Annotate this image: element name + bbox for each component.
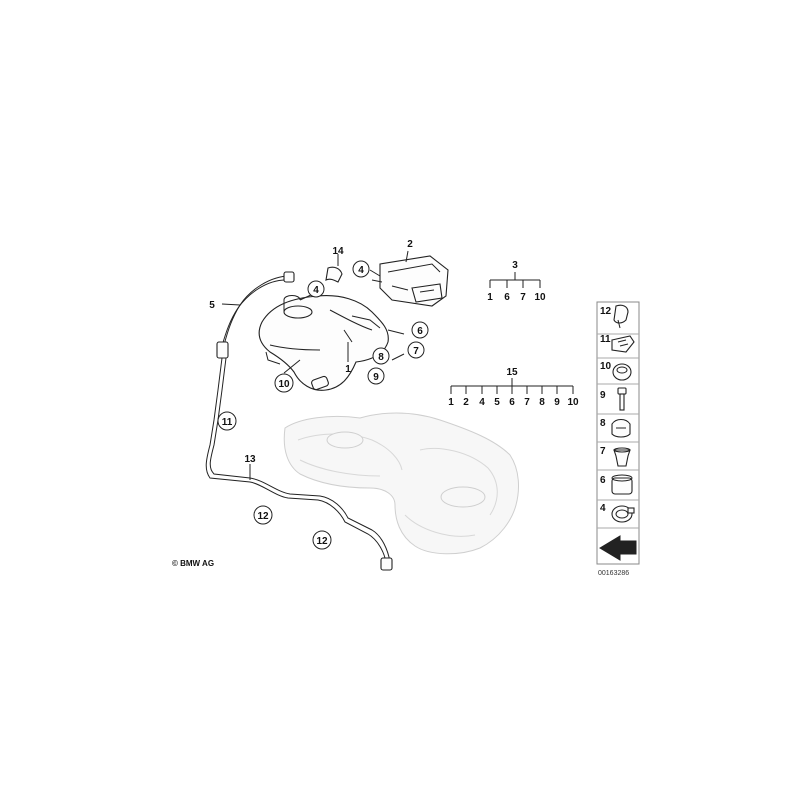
bracket-icon xyxy=(611,335,635,353)
vent-line xyxy=(205,271,393,571)
callout-12-circled: 12 xyxy=(316,536,328,547)
callout-6-circled: 6 xyxy=(417,326,423,337)
screw-icon xyxy=(617,387,627,395)
set-15-item: 2 xyxy=(463,397,469,408)
set-15-item: 6 xyxy=(509,397,515,408)
image-number: 00163286 xyxy=(598,570,629,577)
legend-item-4: 4 xyxy=(600,503,606,514)
legend-item-12: 12 xyxy=(600,306,612,317)
callout-4-circled: 4 xyxy=(358,265,364,276)
callout-10-circled: 10 xyxy=(278,379,290,390)
callout-4-circled: 4 xyxy=(313,285,319,296)
legend-item-7: 7 xyxy=(600,446,606,457)
callout-9-circled: 9 xyxy=(373,372,379,383)
copyright-label: © BMW AG xyxy=(172,559,214,568)
legend-item-11: 11 xyxy=(600,334,611,345)
set-15-item: 10 xyxy=(567,397,579,408)
callout-8-circled: 8 xyxy=(378,352,384,363)
hose-14 xyxy=(325,254,343,283)
legend-item-6: 6 xyxy=(600,475,606,486)
legend-item-9: 9 xyxy=(600,390,606,401)
direction-arrow-icon xyxy=(599,535,637,561)
set-15-item: 9 xyxy=(554,397,560,408)
set-3-bracket: 3 1 6 7 10 xyxy=(487,260,546,303)
set-15-item: 8 xyxy=(539,397,545,408)
set-3-item: 7 xyxy=(520,292,526,303)
set-3-item: 10 xyxy=(534,292,546,303)
set-15-bracket: 15 1 2 4 5 6 7 8 9 10 xyxy=(448,367,579,408)
callout-7-circled: 7 xyxy=(413,346,419,357)
parts-legend: 12 11 10 9 8 7 6 4 xyxy=(596,301,640,565)
set-3-item: 1 xyxy=(487,292,493,303)
hose-clamp-icon xyxy=(611,505,633,523)
legend-item-8: 8 xyxy=(600,418,606,429)
callout-11-circled: 11 xyxy=(222,417,233,428)
clip-icon xyxy=(613,304,629,324)
legend-item-10: 10 xyxy=(600,361,612,372)
callout-2: 2 xyxy=(407,239,413,250)
circled-callouts: 4 4 6 7 8 9 10 11 12 12 xyxy=(217,260,429,550)
carbon-canister xyxy=(371,255,449,307)
fuel-tank-ghost xyxy=(283,412,519,555)
set-15-label: 15 xyxy=(506,367,518,378)
set-15-item: 5 xyxy=(494,397,500,408)
callout-13: 13 xyxy=(244,454,256,465)
callout-14: 14 xyxy=(332,246,344,257)
grommet-icon xyxy=(612,363,632,381)
rubber-mount-icon xyxy=(611,477,633,495)
set-3-label: 3 xyxy=(512,260,518,271)
callout-5: 5 xyxy=(209,300,215,311)
set-15-item: 1 xyxy=(448,397,454,408)
set-3-item: 6 xyxy=(504,292,510,303)
set-15-item: 4 xyxy=(479,397,485,408)
callout-12-circled: 12 xyxy=(257,511,269,522)
set-15-item: 7 xyxy=(524,397,530,408)
callout-1: 1 xyxy=(345,364,351,375)
